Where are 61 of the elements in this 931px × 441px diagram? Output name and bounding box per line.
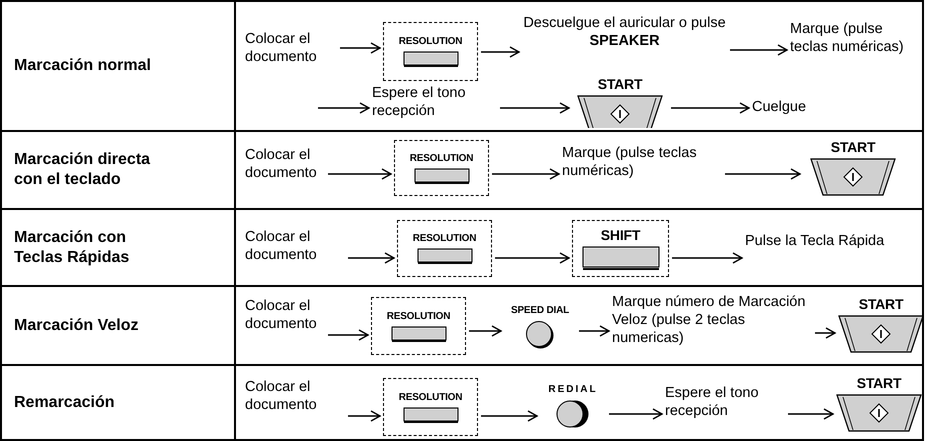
step-text: Colocar el documento <box>245 378 345 414</box>
arrow <box>788 408 834 420</box>
step-text: Marque (pulse teclas numéricas) <box>790 20 918 56</box>
key-label: RESOLUTION <box>412 233 476 245</box>
row-heading: Marcación con Teclas Rápidas <box>14 228 130 268</box>
step-text: Espere el tono recepción <box>665 384 785 420</box>
table-row <box>0 364 924 441</box>
table-row <box>0 0 924 130</box>
step-text: Marque número de Marcación Veloz (pulse 2 teclas numericas) <box>612 293 812 347</box>
arrow <box>492 168 560 180</box>
arrow <box>495 252 570 264</box>
dashed-key-frame <box>397 220 492 277</box>
key-label: START <box>830 138 876 154</box>
arrow <box>609 408 663 420</box>
key-label: RESOLUTION <box>410 152 474 164</box>
arrow <box>318 102 370 114</box>
row-heading: Remarcación <box>14 392 114 412</box>
arrow <box>348 252 395 264</box>
dashed-key-frame <box>572 220 669 277</box>
step-text: Espere el tono recepción <box>372 84 497 120</box>
arrow <box>671 102 750 114</box>
step-text: Pulse la Tecla Rápida <box>745 232 884 250</box>
key-label: SPEED DIAL <box>510 304 569 316</box>
arrow <box>340 42 381 54</box>
dashed-key-frame <box>371 297 466 355</box>
key-label: START <box>598 76 642 92</box>
arrow <box>579 325 610 337</box>
row-heading: Marcación directa con el teclado <box>14 150 152 190</box>
step-text: Colocar el documento <box>245 30 337 66</box>
key-label: RESOLUTION <box>398 392 462 404</box>
arrow <box>815 327 836 339</box>
key-label: RESOLUTION <box>398 36 462 48</box>
key-label: REDIAL <box>548 384 598 396</box>
table-row <box>0 208 924 285</box>
dashed-key-frame <box>394 140 489 196</box>
arrow <box>469 325 502 337</box>
arrow <box>672 252 743 264</box>
step-text: Colocar el documento <box>245 297 325 333</box>
dashed-key-frame <box>383 22 478 81</box>
arrow <box>481 46 520 58</box>
arrow <box>348 410 381 422</box>
row-heading: Marcación Veloz <box>14 316 138 336</box>
step-text: Colocar el documento <box>245 228 345 264</box>
arrow <box>730 44 788 56</box>
step-text: Marque (pulse teclas numéricas) <box>562 144 722 180</box>
arrow <box>500 102 570 114</box>
step-text: Colocar el documento <box>245 146 325 182</box>
key-label: RESOLUTION <box>386 310 450 322</box>
arrow <box>328 329 369 341</box>
step-text: Descuelgue el auricular o pulse SPEAKER <box>522 14 727 50</box>
step-text: Cuelgue <box>752 98 806 116</box>
key-label: START <box>856 374 902 390</box>
arrow <box>328 168 392 180</box>
arrow <box>481 410 538 422</box>
table-row <box>0 130 924 208</box>
row-heading: Marcación normal <box>14 56 151 76</box>
key-label: START <box>858 296 904 312</box>
dashed-key-frame <box>383 378 478 436</box>
arrow <box>725 168 801 180</box>
key-label: SHIFT <box>600 227 640 243</box>
table-row <box>0 285 924 364</box>
